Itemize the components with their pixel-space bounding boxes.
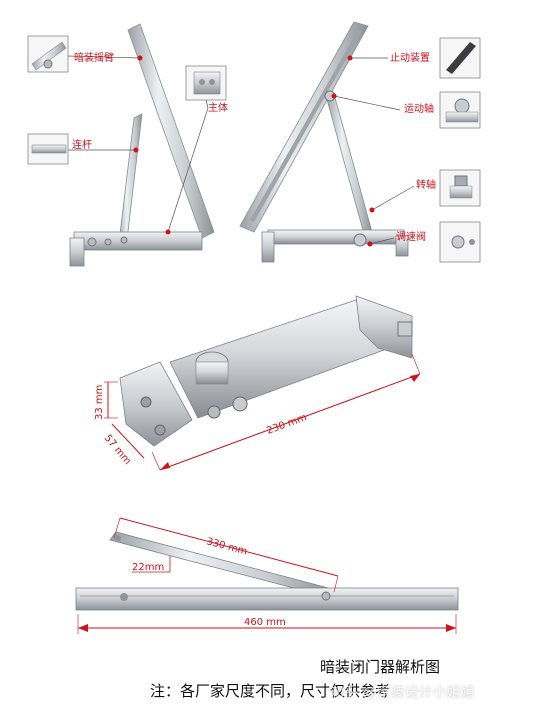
caption-title: 暗装闭门器解析图 [320, 658, 441, 676]
right-assembly: 止动装置 运动轴 转轴 调速阀 [239, 21, 481, 263]
label-hidden-arm: 暗装摇臂 [74, 51, 114, 64]
dim-arm-width: 22mm [132, 562, 164, 573]
dim-rail-length: 460 mm [244, 617, 286, 628]
dim-body-height: 33 mm [94, 385, 105, 420]
caption-note: 注：各厂家尺度不同，尺寸仅供参考 [150, 682, 391, 700]
label-speed-valve: 调速阀 [396, 230, 426, 243]
dim-arm-length: 330 mm [205, 536, 248, 557]
watermark: 知乎 @家装设计小姐姐 [330, 685, 475, 701]
label-link-rod: 连杆 [72, 138, 92, 151]
label-stop-device: 止动装置 [390, 51, 430, 64]
label-pivot-shaft: 转轴 [416, 178, 436, 191]
left-assembly: 暗装摇臂 主体 连杆 [27, 23, 228, 267]
closer-body: 230 mm 33 mm 57 mm [94, 295, 421, 471]
dim-body-depth: 57 mm [102, 433, 133, 467]
dim-body-length: 230 mm [265, 412, 308, 437]
label-moving-shaft: 运动轴 [404, 102, 434, 115]
rail-assembly: 330 mm 22mm 460 mm [75, 517, 459, 634]
label-main-body: 主体 [208, 102, 228, 114]
